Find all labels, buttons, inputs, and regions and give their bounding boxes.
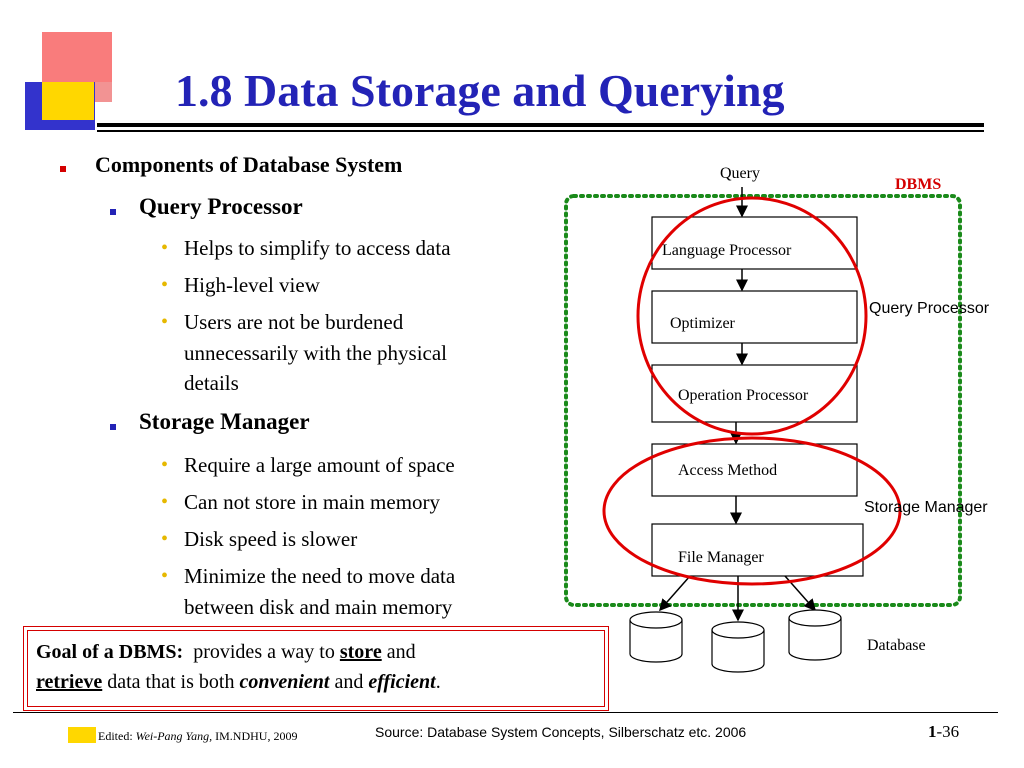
bullet-sm-4b: between disk and main memory bbox=[184, 595, 453, 619]
database-cylinder bbox=[711, 621, 765, 673]
page-index: -36 bbox=[936, 722, 960, 741]
bullet-sm-2: Can not store in main memory bbox=[184, 490, 441, 514]
footer-swatch bbox=[68, 727, 96, 743]
goal-line-1: Goal of a DBMS: provides a way to store … bbox=[36, 637, 596, 667]
database-cylinder bbox=[629, 611, 683, 663]
bullet-square-icon bbox=[110, 209, 116, 215]
bullet-query-processor: Query Processor bbox=[139, 194, 303, 219]
page-number: 1-36 bbox=[928, 722, 959, 742]
footer-divider bbox=[13, 712, 998, 713]
bullet-qp-3b: unnecessarily with the physical bbox=[184, 341, 448, 365]
bullet-qp-3a: Users are not be burdened bbox=[184, 310, 404, 334]
footer-credit: Edited: Wei-Pang Yang, IM.NDHU, 2009 bbox=[98, 729, 297, 744]
query-processor-label: Query Processor bbox=[869, 300, 990, 317]
arrow-fm-db1 bbox=[659, 575, 691, 612]
box-file-manager bbox=[651, 523, 864, 577]
goal-convenient: convenient bbox=[239, 671, 330, 693]
language-processor-label: Language Processor bbox=[662, 242, 792, 259]
bullet-qp-1: Helps to simplify to access data bbox=[184, 236, 451, 260]
footer-edited-label: Edited: bbox=[98, 729, 133, 743]
database-label: Database bbox=[867, 637, 926, 654]
box-language-processor bbox=[651, 216, 858, 270]
access-method-label: Access Method bbox=[678, 462, 778, 479]
goal-callout: Goal of a DBMS: provides a way to store … bbox=[23, 626, 609, 711]
query-processor-ellipse bbox=[636, 196, 868, 436]
database-cylinder bbox=[788, 609, 842, 661]
dbms-label: DBMS bbox=[895, 176, 942, 193]
goal-text-3: data that is both bbox=[107, 671, 235, 693]
goal-retrieve: retrieve bbox=[36, 671, 103, 693]
bullet-sm-3: Disk speed is slower bbox=[184, 527, 358, 551]
bullet-dot-icon: • bbox=[161, 274, 169, 296]
storage-manager-label: Storage Manager bbox=[864, 499, 988, 516]
optimizer-label: Optimizer bbox=[670, 315, 735, 332]
goal-lead: Goal of a DBMS: bbox=[36, 641, 184, 663]
footer-org: IM.NDHU, 2009 bbox=[215, 729, 298, 743]
goal-text-5: . bbox=[435, 671, 441, 693]
storage-manager-ellipse bbox=[602, 436, 902, 586]
bullet-dot-icon: • bbox=[161, 491, 169, 513]
goal-text-2: and bbox=[386, 641, 416, 663]
logo-squares bbox=[25, 32, 112, 130]
bullet-sm-4a: Minimize the need to move data bbox=[184, 564, 456, 588]
dbms-boundary bbox=[564, 194, 962, 607]
file-manager-label: File Manager bbox=[678, 549, 764, 566]
goal-text-4: and bbox=[334, 671, 364, 693]
box-optimizer bbox=[651, 290, 858, 344]
bullet-dot-icon: • bbox=[161, 454, 169, 476]
footer-editor: Wei-Pang Yang, bbox=[135, 729, 213, 743]
page-title: 1.8 Data Storage and Querying bbox=[175, 65, 785, 116]
bullet-qp-3c: details bbox=[184, 371, 239, 395]
bullet-dot-icon: • bbox=[161, 565, 169, 587]
bullet-square-icon bbox=[110, 424, 116, 430]
bullet-qp-2: High-level view bbox=[184, 273, 320, 297]
footer-source: Source: Database System Concepts, Silber… bbox=[375, 724, 747, 740]
goal-store: store bbox=[339, 641, 382, 663]
box-access-method bbox=[651, 443, 858, 497]
query-label: Query bbox=[720, 165, 760, 182]
bullet-storage-manager: Storage Manager bbox=[139, 409, 310, 434]
bullet-dot-icon: • bbox=[161, 528, 169, 550]
bullet-sm-1: Require a large amount of space bbox=[184, 453, 455, 477]
page-chapter: 1 bbox=[928, 722, 937, 741]
bullet-square-icon bbox=[60, 166, 66, 172]
operation-processor-label: Operation Processor bbox=[678, 387, 809, 404]
goal-efficient: efficient bbox=[368, 671, 436, 693]
bullet-dot-icon: • bbox=[161, 311, 169, 333]
goal-line-2: retrieve data that is both convenient an… bbox=[36, 667, 596, 697]
goal-text-1: provides a way to bbox=[193, 641, 335, 663]
bullet-l1: Components of Database System bbox=[95, 152, 403, 177]
title-divider bbox=[97, 123, 984, 132]
bullet-dot-icon: • bbox=[161, 237, 169, 259]
